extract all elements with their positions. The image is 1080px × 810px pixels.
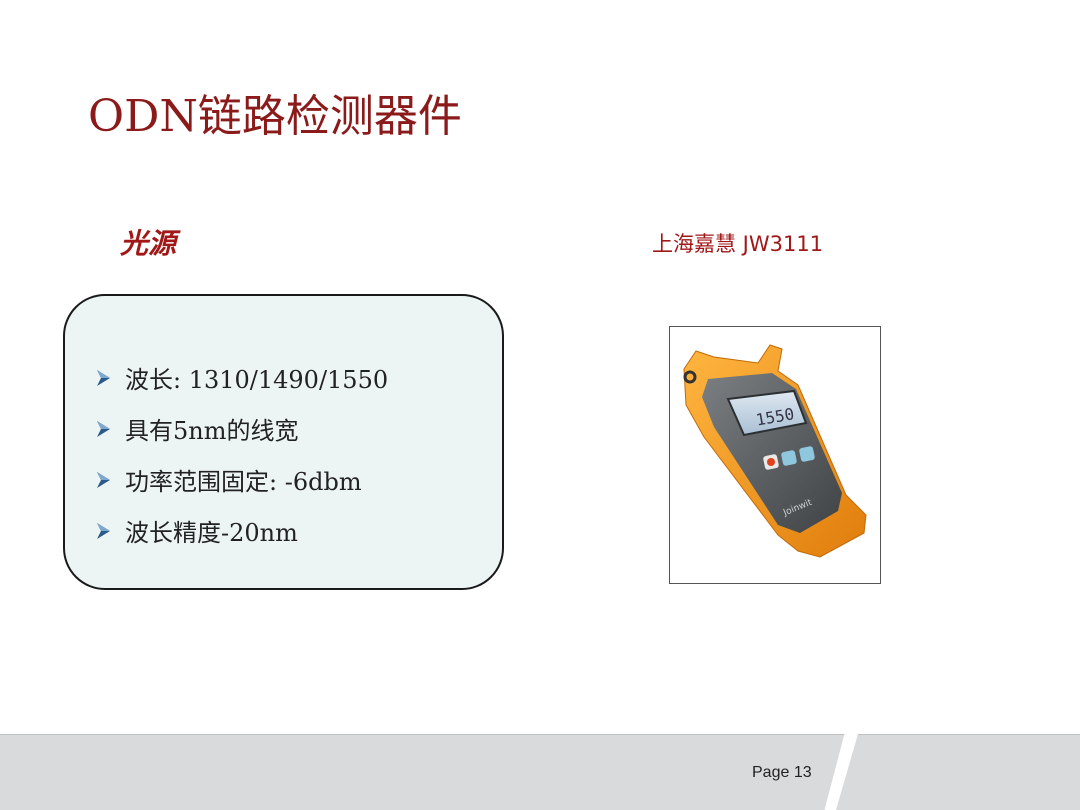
optical-light-source-device-icon: 1550 Joinwit <box>683 344 867 558</box>
bullet-text: 波长: 1310/1490/1550 <box>125 366 389 394</box>
bullet-item: 波长: 1310/1490/1550 <box>95 352 388 403</box>
footer-band <box>0 734 1080 810</box>
device-photo: 1550 Joinwit <box>669 326 881 584</box>
bullet-item: 功率范围固定: -6dbm <box>95 454 388 505</box>
arrow-right-icon <box>97 369 110 386</box>
bullet-item: 波长精度-20nm <box>95 505 388 556</box>
bullet-item: 具有5nm的线宽 <box>95 403 388 454</box>
bullet-text: 功率范围固定: -6dbm <box>125 468 362 496</box>
bullet-box: 波长: 1310/1490/1550 具有5nm的线宽 功率范围固定: -6db… <box>63 294 504 590</box>
left-heading: 光源 <box>120 227 177 260</box>
arrow-right-icon <box>97 420 110 437</box>
slide-title: ODN链路检测器件 <box>88 91 462 142</box>
bullet-text: 具有5nm的线宽 <box>125 417 299 445</box>
bullet-list: 波长: 1310/1490/1550 具有5nm的线宽 功率范围固定: -6db… <box>95 352 388 556</box>
arrow-right-icon <box>97 522 110 539</box>
right-heading: 上海嘉慧 JW3111 <box>652 232 824 256</box>
page-number: Page 13 <box>752 764 812 781</box>
bullet-text: 波长精度-20nm <box>125 519 298 547</box>
arrow-right-icon <box>97 471 110 488</box>
